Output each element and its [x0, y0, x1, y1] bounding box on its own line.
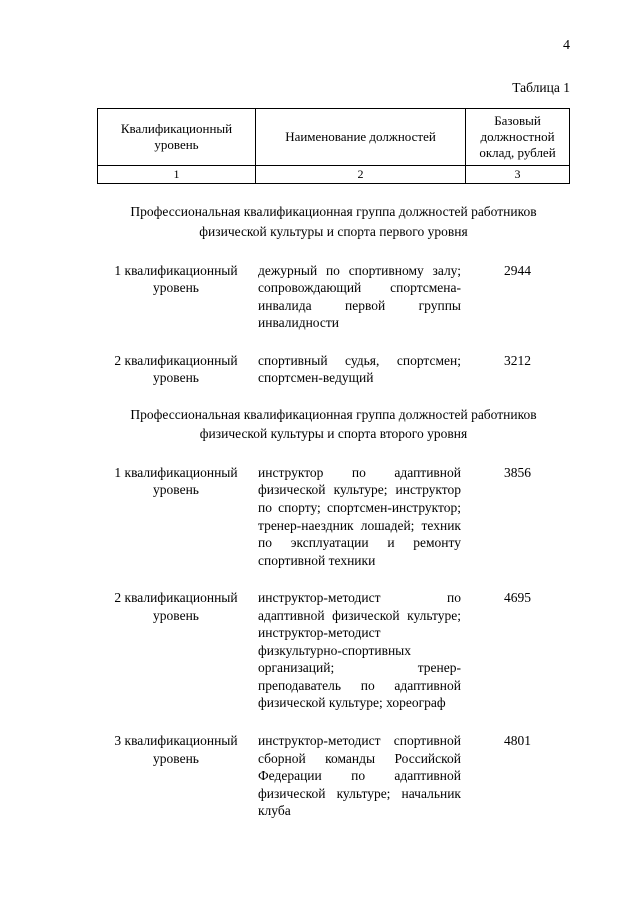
col-header-base-salary: Базовый должностной оклад, рублей: [479, 112, 556, 161]
col-header-position-names: Наименование должностей: [256, 109, 466, 165]
column-numbers-row: 1 2 3: [98, 165, 569, 184]
table-row: 3 квалификационный уровень инструктор-ме…: [97, 732, 570, 820]
level-cell: 1 квалификационный уровень: [114, 262, 238, 296]
level-cell: 2 квалификационный уровень: [114, 352, 238, 386]
column-number-1: 1: [98, 166, 256, 184]
table-caption: Таблица 1: [512, 80, 570, 95]
level-cell: 1 квалификационный уровень: [114, 464, 238, 498]
header-row: Квалификационный уровень Наименование до…: [98, 109, 569, 165]
table-header: Квалификационный уровень Наименование до…: [97, 108, 570, 185]
level-cell: 2 квалификационный уровень: [114, 590, 238, 623]
table-row: 2 квалификационный уровень спортивный су…: [97, 352, 570, 387]
section-title: Профессиональная квалификационная группа…: [130, 406, 537, 442]
table-row: 2 квалификационный уровень инструктор-ме…: [97, 589, 570, 712]
positions-cell: спортивный судья, спортсмен; спортсмен-в…: [258, 352, 461, 386]
salary-cell: 3856: [504, 464, 531, 480]
positions-cell: дежурный по спортивному залу; сопровожда…: [258, 262, 461, 331]
positions-cell: инструктор-методист по адаптивной физиче…: [258, 590, 461, 711]
table-row: 1 квалификационный уровень дежурный по с…: [97, 262, 570, 332]
column-number-2: 2: [256, 166, 466, 184]
column-number-3: 3: [514, 167, 521, 181]
table-row: 1 квалификационный уровень инструктор по…: [97, 464, 570, 569]
salary-cell: 2944: [504, 262, 531, 278]
page-content: 4 Таблица 1 Квалификационный уровень Наи…: [97, 38, 570, 820]
level-cell: 3 квалификационный уровень: [114, 733, 238, 766]
page-number: 4: [563, 38, 570, 53]
salary-cell: 4801: [504, 733, 531, 749]
positions-cell: инструктор-методист спортивной сборной к…: [258, 733, 461, 819]
positions-cell: инструктор по адаптивной физической куль…: [258, 464, 461, 568]
salary-cell: 4695: [504, 590, 531, 606]
col-header-qualification-level: Квалификационный уровень: [98, 109, 256, 165]
section-title: Профессиональная квалификационная группа…: [130, 204, 537, 239]
salary-cell: 3212: [504, 352, 531, 368]
